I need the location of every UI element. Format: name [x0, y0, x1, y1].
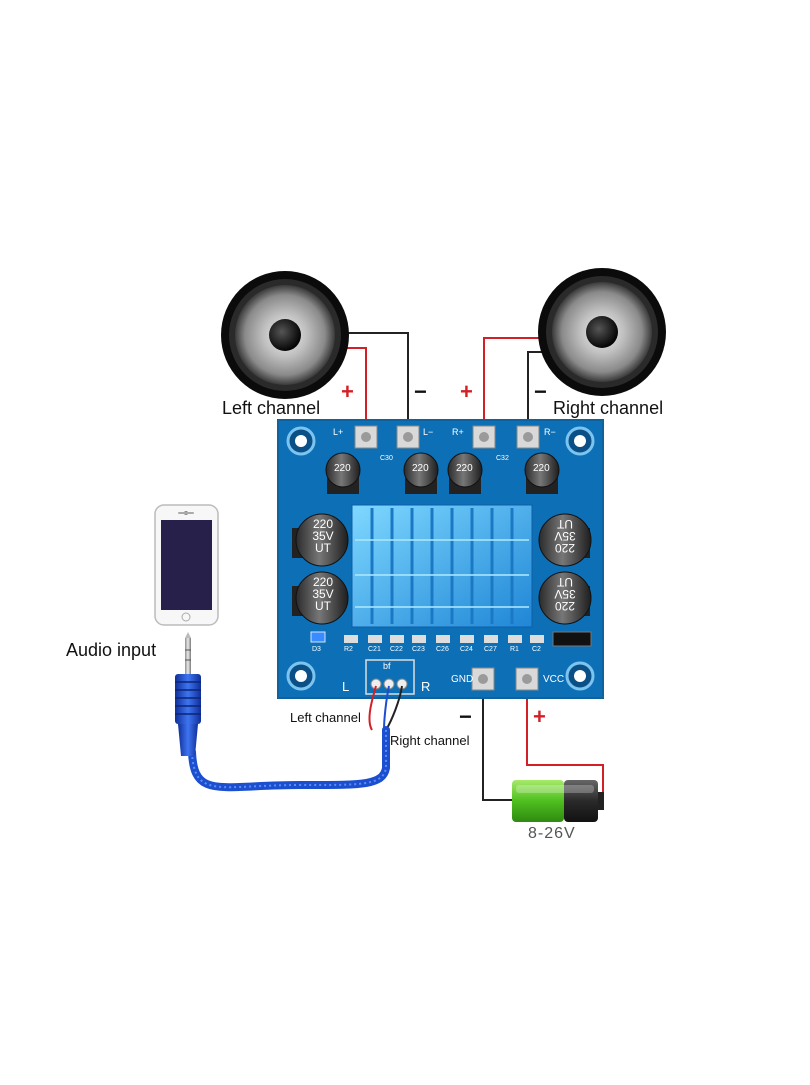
- big-capacitors: [292, 513, 592, 625]
- right-speaker-wires: [483, 337, 560, 438]
- left-speaker-icon: [221, 271, 349, 399]
- right-speaker-icon: [538, 268, 666, 396]
- left-speaker-wires: [325, 332, 409, 438]
- cap-label: 220: [456, 463, 473, 474]
- d3-label: D3: [312, 646, 321, 653]
- right-minus-sign: −: [534, 379, 547, 404]
- audio-jack-plug: [175, 632, 201, 756]
- code-label: C22: [390, 646, 403, 653]
- cap-label: 220: [334, 463, 351, 474]
- terminal-rminus-label: R−: [544, 427, 556, 437]
- terminal-lminus-label: L−: [423, 427, 434, 437]
- phone-icon: [154, 504, 219, 626]
- right-channel-label: Right channel: [553, 398, 664, 418]
- output-terminals: [354, 425, 540, 449]
- gnd-minus-sign: −: [459, 704, 472, 729]
- cable-left-channel-label: Left channel: [290, 710, 361, 725]
- power-terminals: [471, 667, 539, 691]
- audio-cable: [188, 685, 403, 792]
- input-bf-label: bf: [383, 661, 391, 671]
- mounting-holes: [286, 426, 595, 691]
- input-l-label: L: [342, 679, 350, 694]
- voltage-label: 8-26V: [528, 825, 576, 842]
- amplifier-board: [277, 419, 604, 699]
- code-label: R2: [344, 646, 353, 653]
- small-capacitors: [325, 452, 560, 494]
- gnd-label: GND: [451, 674, 474, 685]
- terminal-rplus-label: R+: [452, 427, 464, 437]
- audio-input-label: Audio input: [66, 640, 157, 660]
- code-label: C26: [436, 646, 449, 653]
- code-label: C2: [532, 646, 541, 653]
- code-label: C24: [460, 646, 473, 653]
- right-plus-sign: +: [460, 379, 473, 404]
- input-r-label: R: [421, 679, 431, 694]
- heatsink: [351, 504, 533, 628]
- c32-label: C32: [496, 455, 509, 462]
- cap-label: 220: [533, 463, 550, 474]
- code-label: C27: [484, 646, 497, 653]
- left-channel-label: Left channel: [222, 398, 321, 418]
- code-label: R1: [510, 646, 519, 653]
- cap-label: 220: [412, 463, 429, 474]
- smd-components: [310, 631, 592, 647]
- vcc-plus-sign: +: [533, 704, 546, 729]
- vcc-label: VCC: [543, 674, 565, 685]
- left-minus-sign: −: [414, 379, 427, 404]
- power-wires: [482, 684, 604, 801]
- code-label: C21: [368, 646, 381, 653]
- terminal-lplus-label: L+: [333, 427, 344, 437]
- left-plus-sign: +: [341, 379, 354, 404]
- c30-label: C30: [380, 455, 393, 462]
- battery-icon: [512, 780, 604, 822]
- code-label: C23: [412, 646, 425, 653]
- cable-right-channel-label: Right channel: [390, 733, 470, 748]
